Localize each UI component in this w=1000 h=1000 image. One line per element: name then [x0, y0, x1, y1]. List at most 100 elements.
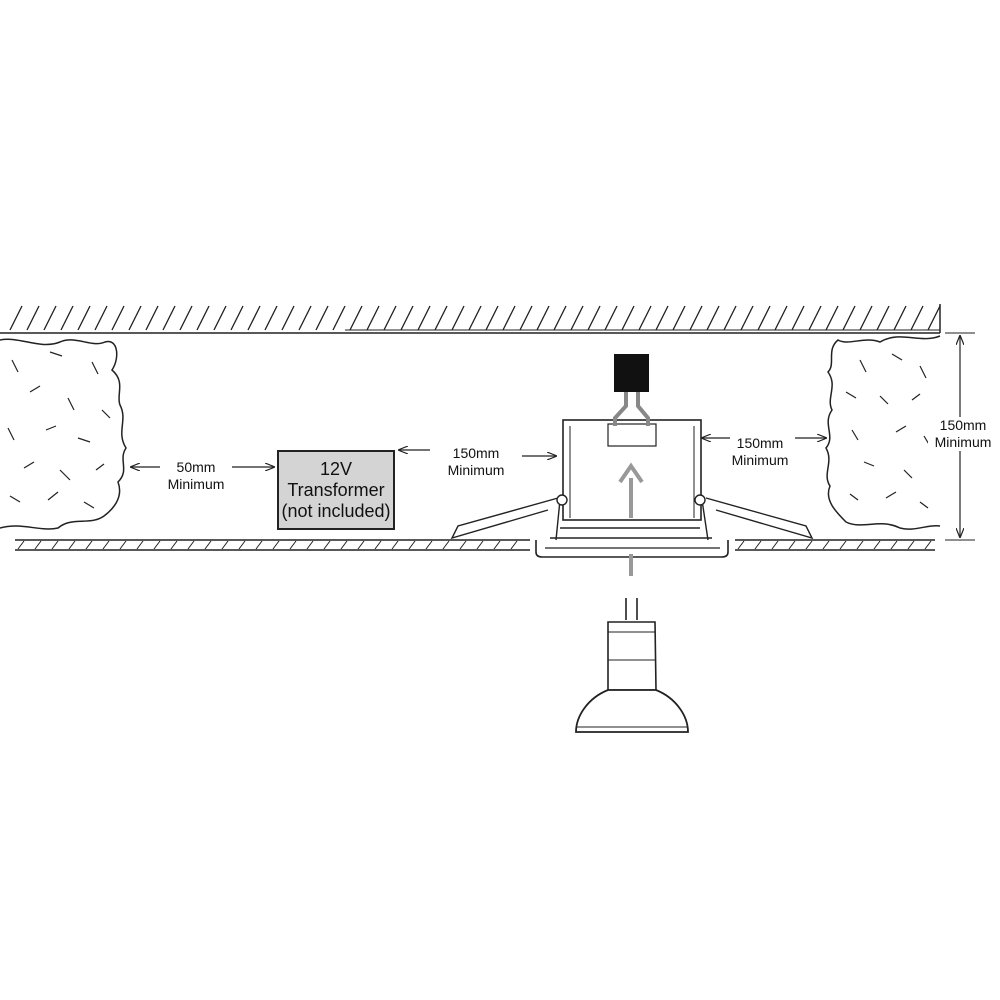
hatch-line: [842, 305, 856, 331]
hatch-line: [672, 305, 686, 331]
hatch-line: [111, 305, 125, 331]
hatch-line: [689, 305, 703, 331]
hatch-line: [706, 305, 720, 331]
hatch-line: [374, 540, 382, 550]
hatch-line: [51, 540, 59, 550]
hatch-line: [859, 305, 873, 331]
hatch-line: [94, 305, 108, 331]
hatch-line: [179, 305, 193, 331]
ceiling-board: [15, 539, 935, 551]
hatch-line: [757, 305, 771, 331]
clearance-label-void-depth: 150mm Minimum: [928, 417, 998, 451]
hatch-line: [34, 540, 42, 550]
hatch-line: [536, 305, 550, 331]
dimension-arrows: [131, 438, 826, 467]
hatch-line: [553, 305, 567, 331]
hatch-line: [502, 305, 516, 331]
hatch-line: [408, 540, 416, 550]
hatch-line: [822, 540, 830, 550]
transformer-note: (not included): [281, 500, 391, 521]
hatch-line: [808, 305, 822, 331]
hatch-line: [493, 540, 501, 550]
connector-block: [613, 354, 650, 426]
hatch-line: [298, 305, 312, 331]
hatch-line: [247, 305, 261, 331]
hatch-line: [26, 305, 40, 331]
hatch-line: [315, 305, 329, 331]
hatch-line: [255, 540, 263, 550]
hatch-line: [638, 305, 652, 331]
clearance-value: 50mm: [176, 459, 216, 475]
hatch-line: [17, 540, 25, 550]
insulation-left: [0, 338, 127, 530]
hatch-line: [213, 305, 227, 331]
hatch-line: [737, 540, 745, 550]
clearance-value: 150mm: [736, 435, 784, 451]
hatch-line: [604, 305, 618, 331]
hatch-line: [476, 540, 484, 550]
hatch-line: [323, 540, 331, 550]
hatch-line: [230, 305, 244, 331]
hatch-line: [451, 305, 465, 331]
hatch-line: [400, 305, 414, 331]
hatch-line: [791, 305, 805, 331]
hatch-line: [839, 540, 847, 550]
hatch-line: [655, 305, 669, 331]
lamp-bulb: [575, 598, 689, 733]
hatch-line: [924, 540, 932, 550]
clearance-value: 150mm: [452, 445, 500, 461]
hatch-line: [890, 540, 898, 550]
hatch-line: [136, 540, 144, 550]
clearance-note: Minimum: [447, 462, 505, 478]
hatch-line: [771, 540, 779, 550]
clearance-note: Minimum: [934, 434, 992, 450]
transformer-box: 12V Transformer (not included): [277, 450, 395, 530]
hatch-line: [349, 305, 363, 331]
hatch-line: [723, 305, 737, 331]
hatch-line: [740, 305, 754, 331]
hatch-line: [856, 540, 864, 550]
clearance-value: 150mm: [939, 417, 987, 433]
hatch-line: [366, 305, 380, 331]
hatch-line: [468, 305, 482, 331]
hatch-line: [272, 540, 280, 550]
hatch-line: [442, 540, 450, 550]
hatch-line: [153, 540, 161, 550]
hatch-line: [425, 540, 433, 550]
hatch-line: [754, 540, 762, 550]
hatch-line: [825, 305, 839, 331]
hatch-line: [383, 305, 397, 331]
hatch-line: [128, 305, 142, 331]
hatch-line: [340, 540, 348, 550]
insulation-right: [825, 335, 941, 530]
hatch-line: [774, 305, 788, 331]
hatch-line: [264, 305, 278, 331]
hatch-line: [927, 305, 941, 331]
hatch-line: [391, 540, 399, 550]
hatch-line: [43, 305, 57, 331]
hatch-line: [145, 305, 159, 331]
hatch-line: [162, 305, 176, 331]
clearance-label-transformer-fitting: 150mm Minimum: [433, 445, 519, 479]
hatch-line: [85, 540, 93, 550]
hatch-line: [332, 305, 346, 331]
clearance-note: Minimum: [731, 452, 789, 468]
hatch-line: [119, 540, 127, 550]
hatch-line: [876, 305, 890, 331]
hatch-line: [893, 305, 907, 331]
clearance-label-insulation-left: 50mm Minimum: [160, 459, 232, 493]
hatch-line: [204, 540, 212, 550]
hatch-line: [621, 305, 635, 331]
insertion-arrow: [618, 462, 644, 576]
clearance-note: Minimum: [167, 476, 225, 492]
hatch-line: [9, 305, 23, 331]
hatch-line: [434, 305, 448, 331]
hatch-line: [60, 305, 74, 331]
hatch-line: [485, 305, 499, 331]
hatch-line: [587, 305, 601, 331]
hatch-line: [510, 540, 518, 550]
hatch-line: [907, 540, 915, 550]
hatch-line: [68, 540, 76, 550]
hatch-line: [102, 540, 110, 550]
